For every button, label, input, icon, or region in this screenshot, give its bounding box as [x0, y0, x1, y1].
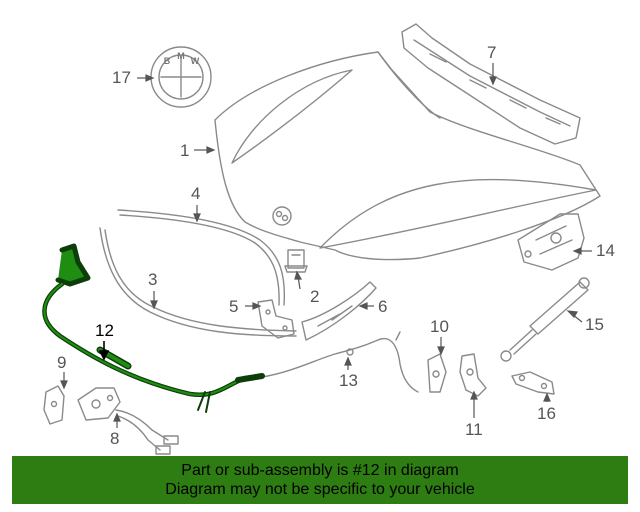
emblem-letters: B M W [164, 51, 200, 66]
callout-16: 16 [537, 404, 556, 423]
release-cable-part [261, 331, 419, 393]
emblem-letter: W [191, 56, 200, 66]
hook-part [427, 353, 447, 393]
bracket-part [257, 299, 295, 339]
callout-1: 1 [180, 141, 190, 160]
hood-seal-part [117, 209, 286, 306]
emblem-letter: M [177, 51, 185, 61]
callout-5: 5 [229, 297, 239, 316]
bowden-cable-part [42, 243, 265, 413]
callout-7: 7 [487, 43, 497, 62]
callout-9: 9 [57, 353, 67, 372]
banner-line-1: Part or sub-assembly is #12 in diagram [181, 462, 459, 479]
hood-buffer-part [284, 249, 308, 273]
callout-3: 3 [148, 270, 158, 289]
callout-6: 6 [378, 297, 388, 316]
hood-part [214, 51, 601, 261]
banner-line-2: Diagram may not be specific to your vehi… [165, 481, 475, 498]
latch-bracket-part [43, 385, 65, 425]
front-rail-part [401, 23, 581, 145]
callout-12-arrow [98, 341, 110, 361]
bmw-emblem-part [150, 46, 212, 108]
leader-lines [60, 63, 592, 428]
callout-12: 12 [95, 321, 114, 340]
callout-2: 2 [310, 287, 320, 306]
callout-8: 8 [110, 429, 120, 448]
callout-10: 10 [430, 317, 449, 336]
callout-11: 11 [465, 420, 483, 439]
callout-15: 15 [585, 315, 604, 334]
guide-part [301, 281, 377, 341]
strut-bracket-part [511, 371, 555, 395]
gas-strut-part [500, 277, 590, 362]
callout-14: 14 [596, 241, 615, 260]
front-seal-part [99, 227, 297, 337]
callout-17: 17 [112, 68, 131, 87]
hood-latch-part [77, 387, 179, 455]
callout-4: 4 [191, 184, 201, 203]
callout-13: 13 [339, 371, 358, 390]
emblem-letter: B [164, 56, 171, 66]
hinge-part [517, 213, 585, 271]
info-banner: Part or sub-assembly is #12 in diagram D… [12, 456, 628, 504]
safety-catch-part [459, 353, 487, 397]
